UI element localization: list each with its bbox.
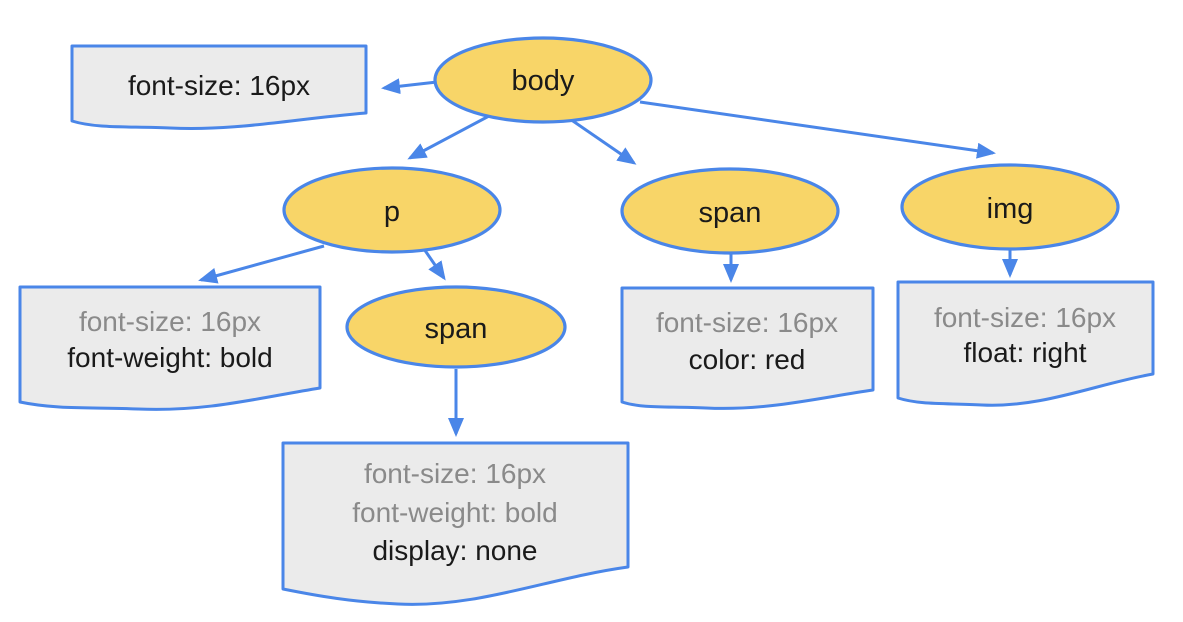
node-img-ellipse xyxy=(900,163,1120,251)
style-note-span-line: color: red xyxy=(689,344,806,375)
style-note-p-shape xyxy=(18,285,322,411)
style-note-span-child: font-size: 16px font-weight: bold displa… xyxy=(281,441,630,606)
node-img: img xyxy=(900,163,1120,251)
node-body-label: body xyxy=(512,65,575,97)
style-note-img-line: font-size: 16px xyxy=(934,302,1116,333)
node-p-ellipse xyxy=(282,166,502,254)
style-note-span: font-size: 16px color: red xyxy=(620,286,875,410)
style-note-p: font-size: 16px font-weight: bold xyxy=(18,285,322,411)
edge-body-to-img xyxy=(639,100,996,159)
style-note-body-line: font-size: 16px xyxy=(128,70,310,101)
node-span-child-label: span xyxy=(425,313,488,345)
style-note-p-line: font-weight: bold xyxy=(67,342,272,373)
node-span-label: span xyxy=(699,197,762,229)
edge-body-to-note-body xyxy=(381,78,438,95)
style-note-span-child-line: display: none xyxy=(372,535,537,566)
style-note-img-shape xyxy=(896,280,1155,407)
style-note-body-shape xyxy=(70,44,368,130)
node-span-child: span xyxy=(345,285,567,369)
node-p: p xyxy=(282,166,502,254)
node-img-label: img xyxy=(987,193,1034,225)
node-p-label: p xyxy=(384,196,400,228)
node-span-child-ellipse xyxy=(345,285,567,369)
node-body-ellipse xyxy=(433,36,653,124)
style-note-span-shape xyxy=(620,286,875,410)
node-span: span xyxy=(620,167,840,255)
style-note-img-line: float: right xyxy=(964,337,1087,368)
style-note-span-line: font-size: 16px xyxy=(656,307,838,338)
edge-p-to-note-p xyxy=(198,244,325,284)
node-span-ellipse xyxy=(620,167,840,255)
edge-p-to-span-child xyxy=(422,248,446,281)
style-note-span-child-line: font-weight: bold xyxy=(352,497,557,528)
style-note-span-child-shape xyxy=(281,441,630,606)
style-note-img: font-size: 16px float: right xyxy=(896,280,1155,407)
style-note-span-child-line: font-size: 16px xyxy=(364,458,546,489)
edges xyxy=(198,78,1018,437)
edge-body-to-p xyxy=(407,114,490,160)
edge-body-to-span xyxy=(569,117,637,165)
node-body: body xyxy=(433,36,653,124)
style-note-body: font-size: 16px xyxy=(70,44,368,130)
style-note-p-line: font-size: 16px xyxy=(79,306,261,337)
